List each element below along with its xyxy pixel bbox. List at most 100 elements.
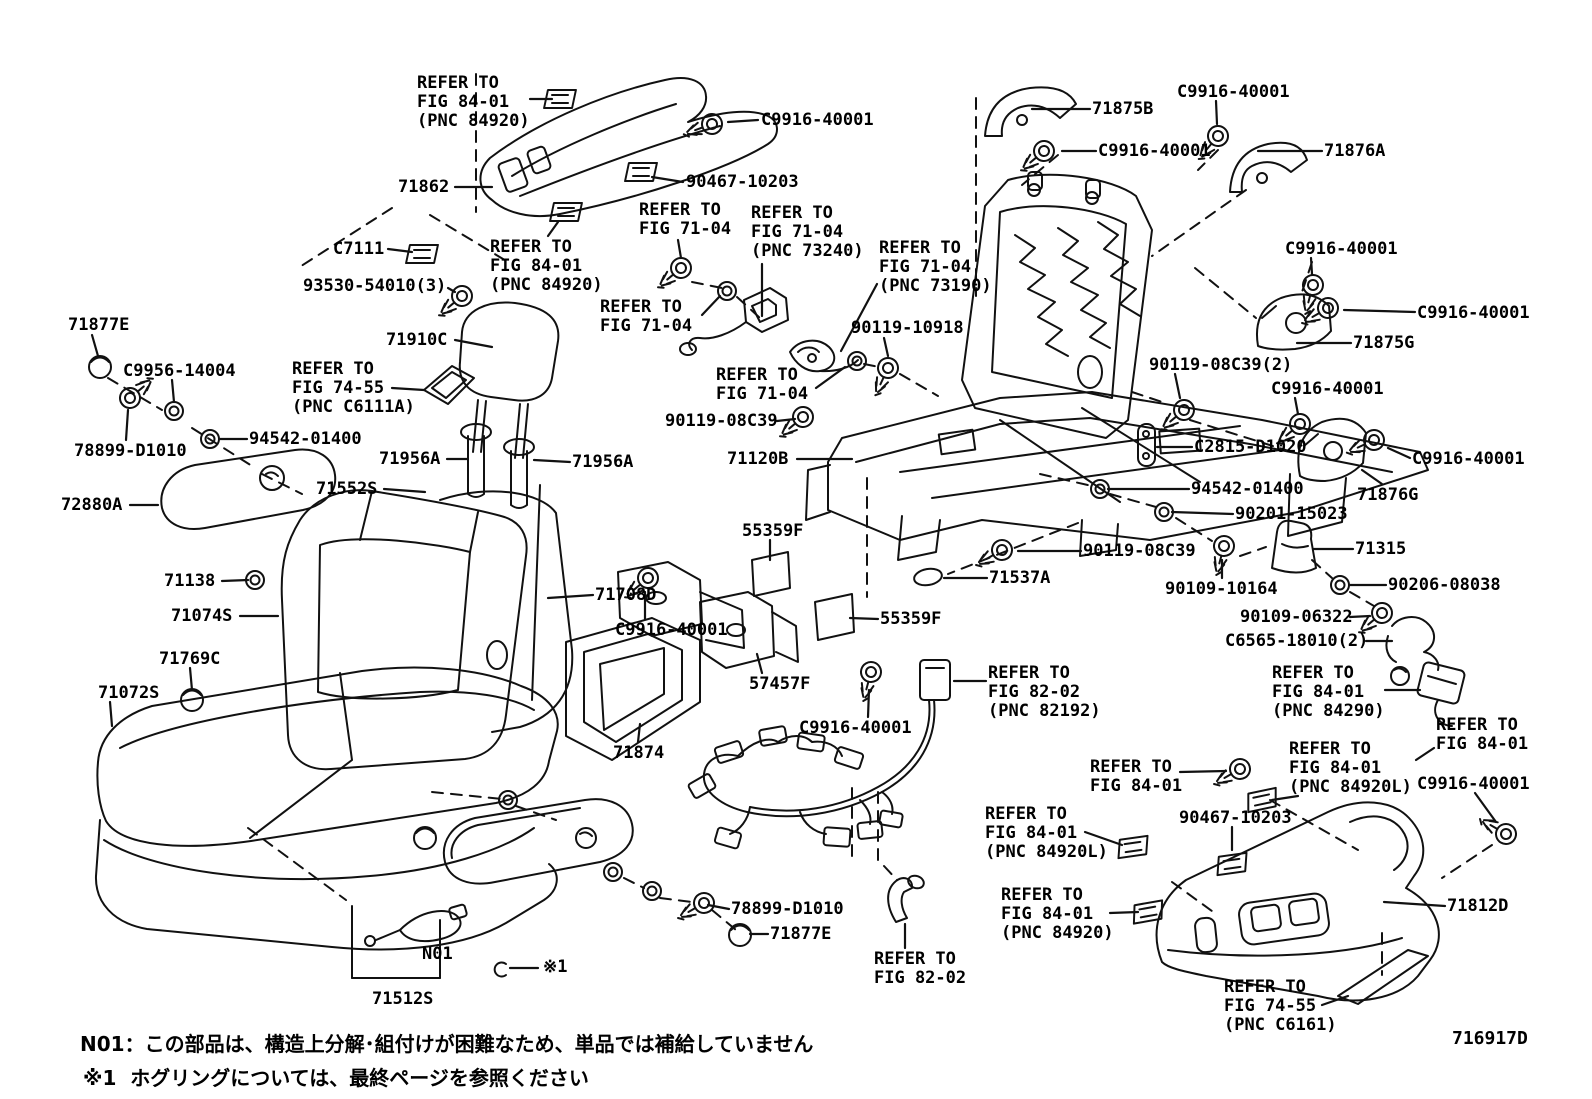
part-label: 94542-01400 — [1191, 479, 1304, 499]
part-label: 93530-54010(3) — [303, 276, 447, 296]
leader-line — [124, 408, 130, 442]
leader-line — [1173, 372, 1182, 400]
part-label: 72880A — [61, 495, 123, 515]
leader-line — [650, 175, 685, 184]
part-label: 71956A — [379, 449, 441, 469]
bracket-57457F-drawing — [699, 591, 799, 669]
leader-line — [1170, 510, 1235, 516]
hog-ring-icon — [493, 961, 507, 978]
seatback-cover-drawing — [280, 484, 574, 771]
part-label: 71876G — [1357, 485, 1419, 505]
part-label: REFER TO FIG 71-04 (PNC 73240) — [751, 203, 864, 262]
part-label: C2815-D1020 — [1194, 437, 1307, 457]
leader-line — [700, 294, 722, 317]
part-label: 71074S — [171, 606, 233, 626]
trim-strip-drawing — [1337, 949, 1429, 1005]
part-label: 90467-10203 — [1179, 808, 1292, 828]
seatback-frame-drawing — [961, 171, 1153, 439]
part-label: 90119-10918 — [851, 318, 964, 338]
wiring-harness-drawing — [687, 659, 951, 850]
part-label: 71708D — [595, 585, 657, 605]
part-label: 90206-08038 — [1388, 575, 1501, 595]
part-label: REFER TO FIG 71-04 — [600, 297, 693, 337]
part-label: 71072S — [98, 683, 160, 703]
leader-line — [1293, 396, 1300, 416]
belt-buckle-drawing — [679, 287, 859, 373]
tag-drawing — [423, 365, 475, 405]
part-label: REFER TO FIG 71-04 — [639, 200, 732, 240]
part-label: 94542-01400 — [249, 429, 362, 449]
part-label: 71812D — [1447, 896, 1509, 916]
spacer-71537A-drawing — [913, 567, 943, 587]
headrest-71910C-drawing — [458, 301, 560, 459]
part-label: REFER TO FIG 71-04 (PNC 73190) — [879, 238, 992, 297]
part-label: C9916-40001 — [1177, 82, 1290, 102]
part-label: 90201-15023 — [1235, 504, 1348, 524]
part-label: 78899-D1010 — [74, 441, 187, 461]
leader-line — [386, 247, 414, 254]
spacer-55359F-drawing — [751, 551, 855, 641]
leader-line — [1178, 769, 1228, 774]
part-label: 90119-08C39 — [665, 411, 778, 431]
leader-line — [170, 378, 176, 404]
part-label: C9956-14004 — [123, 361, 236, 381]
part-label: 71537A — [989, 568, 1051, 588]
leader-line — [848, 616, 880, 621]
leader-line — [839, 282, 879, 353]
part-label: N01 — [422, 944, 453, 964]
part-label: 71512S — [372, 989, 434, 1009]
hook-drawing — [887, 874, 925, 923]
sensor-connector-drawing — [1385, 616, 1466, 727]
part-label: 71769C — [159, 649, 221, 669]
leader-lines — [90, 97, 1498, 1007]
part-label: 71120B — [727, 449, 789, 469]
part-label: REFER TO FIG 74-55 (PNC C6111A) — [292, 359, 415, 418]
part-label: REFER TO FIG 84-01 — [1090, 757, 1183, 797]
part-label: 90109-06322 — [1240, 607, 1353, 627]
leader-line — [1108, 910, 1140, 915]
leader-line — [1083, 830, 1124, 847]
leader-line — [755, 652, 764, 675]
part-label: C6565-18010(2) — [1225, 631, 1369, 651]
leader-line — [1270, 794, 1300, 802]
part-label: 71877E — [68, 315, 130, 335]
part-label: C9916-40001 — [615, 620, 728, 640]
part-label: REFER TO FIG 84-01 (PNC 84920L) — [1289, 739, 1412, 798]
leader-line — [1386, 446, 1412, 460]
part-label: C7111 — [333, 239, 385, 259]
part-label: 71910C — [386, 330, 448, 350]
part-label: 71876A — [1324, 141, 1386, 161]
leader-line — [866, 688, 871, 719]
diagram-id: 716917D — [1452, 1028, 1528, 1049]
part-label: C9916-40001 — [1412, 449, 1525, 469]
leader-line — [1414, 746, 1436, 762]
cover-71315-drawing — [1271, 519, 1317, 574]
leader-line — [108, 700, 114, 728]
seat-cushion-71072S-drawing — [94, 666, 559, 951]
part-label: 57457F — [749, 674, 811, 694]
plate-C2815-drawing — [1137, 423, 1156, 467]
part-label: REFER TO FIG 84-01 — [1436, 715, 1529, 755]
footnote-hogring: ※1 ホグリングについては、最終ページを参照ください — [83, 1066, 589, 1090]
bracket-71876A-drawing — [1229, 141, 1308, 193]
leader-line — [636, 722, 642, 744]
part-label: REFER TO FIG 84-01 (PNC 84920) — [1001, 885, 1114, 944]
part-label: REFER TO FIG 84-01 (PNC 84290) — [1272, 663, 1385, 722]
leader-line — [453, 338, 494, 349]
leader-line — [532, 458, 572, 464]
part-label: C9916-40001 — [799, 718, 912, 738]
leader-line — [676, 238, 683, 260]
side-shield-71862-drawing — [479, 77, 778, 218]
bracket-71875B-drawing — [984, 86, 1077, 137]
part-label: 71862 — [398, 177, 450, 197]
leader-line — [382, 487, 427, 494]
leader-line — [220, 578, 250, 583]
part-label: REFER TO FIG 84-01 (PNC 84920) — [417, 73, 530, 132]
armrest-72880A-drawing — [160, 448, 337, 530]
leader-line — [1309, 256, 1314, 276]
part-label: C9916-40001 — [761, 110, 874, 130]
part-label: C9916-40001 — [1417, 303, 1530, 323]
part-label: REFER TO FIG 71-04 — [716, 365, 809, 405]
part-label: C9916-40001 — [1285, 239, 1398, 259]
